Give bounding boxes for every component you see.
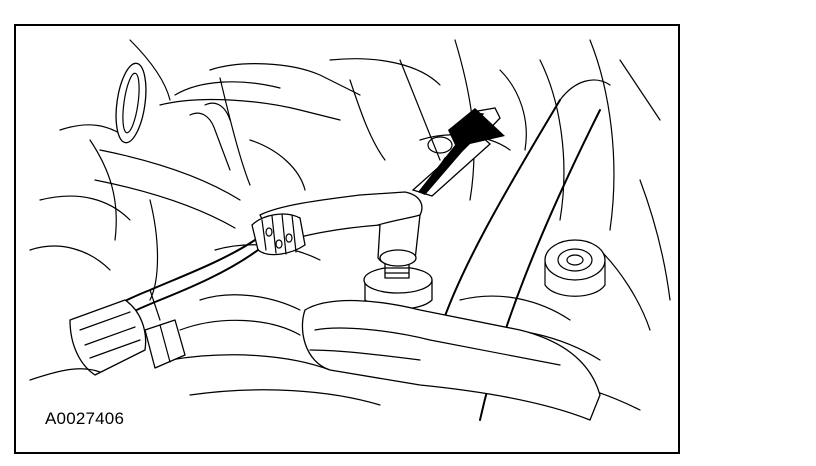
engine-background: [29, 39, 671, 411]
vacuum-hose: [94, 77, 251, 229]
sensor-stud: [363, 257, 433, 310]
sensor-connector-boot: [259, 191, 423, 267]
bolt-boss: [544, 239, 606, 297]
hose-clamp: [115, 62, 147, 144]
boot-strain-relief: [251, 213, 306, 256]
figure-id-label: A0027406: [45, 409, 125, 428]
mounting-bracket: [301, 299, 601, 421]
harness-connector: [29, 299, 186, 381]
arrow-icon: [411, 107, 505, 197]
